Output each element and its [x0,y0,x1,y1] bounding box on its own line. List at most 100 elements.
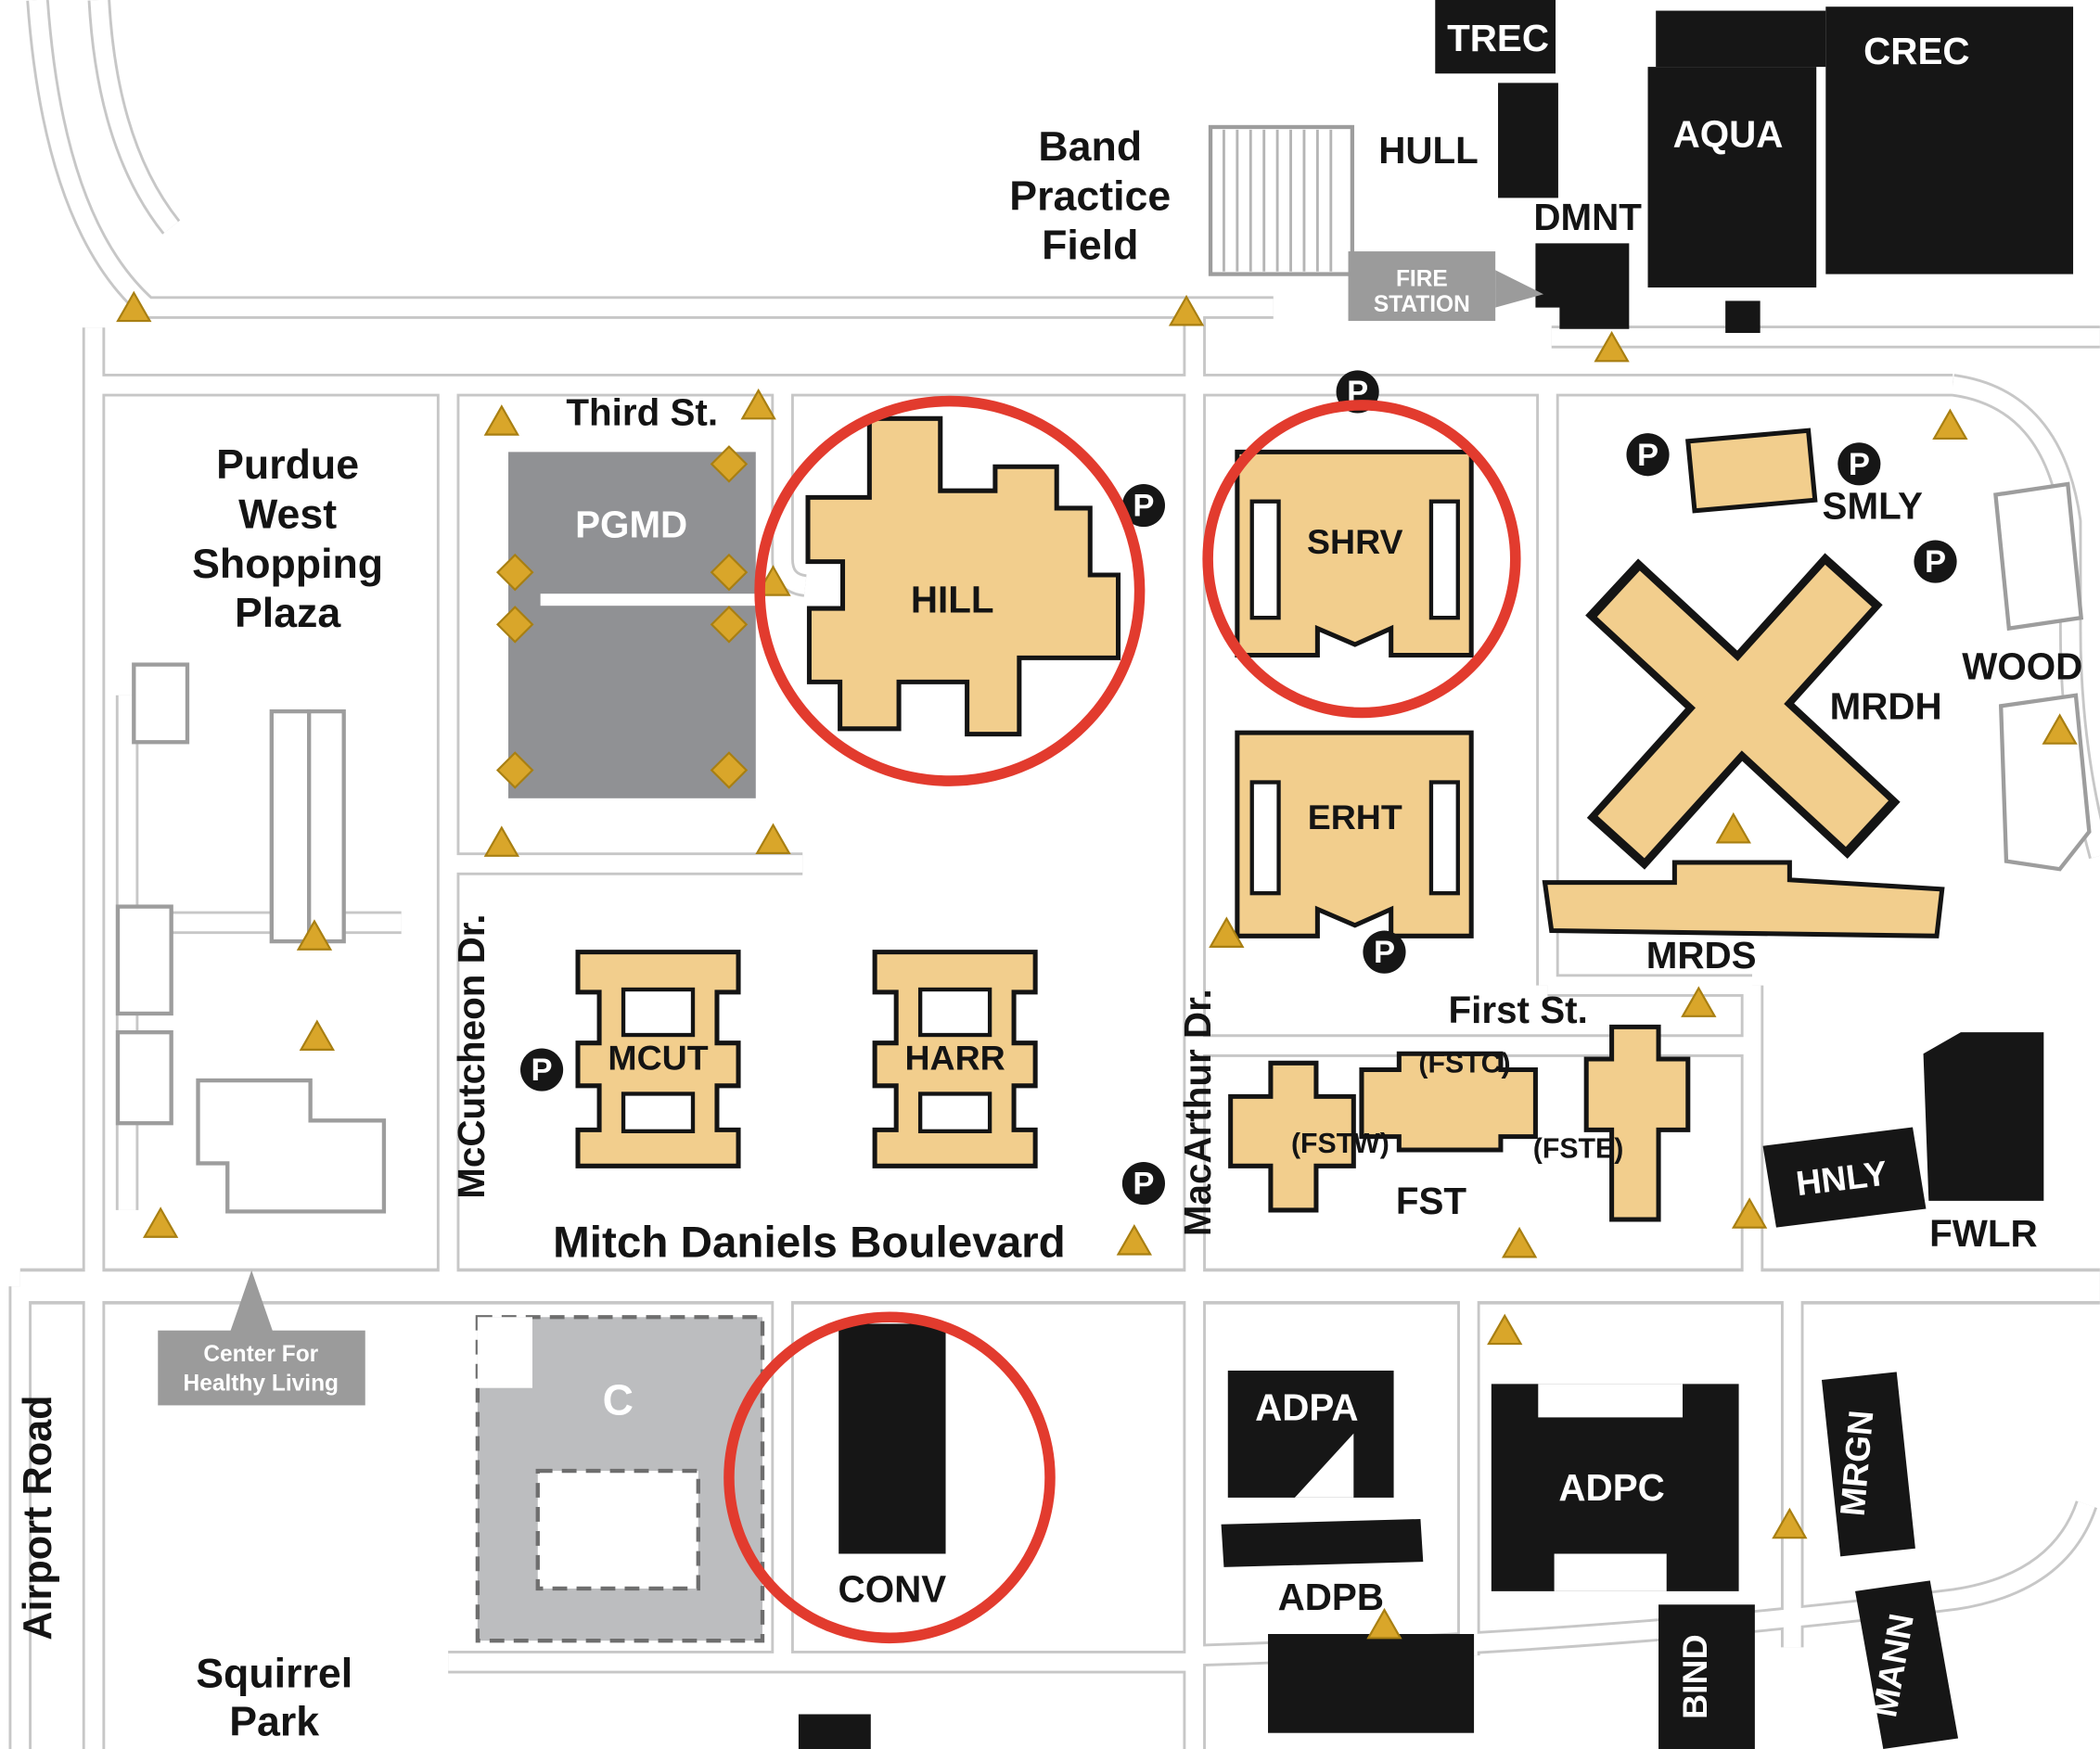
bind-label: BIND [1675,1634,1714,1719]
shrv-court-west [1249,499,1281,620]
callout-pointer [1495,270,1544,308]
mitch-daniels-label: Mitch Daniels Boulevard [553,1218,1066,1267]
wood-label: WOOD [1962,645,2082,687]
plaza-building [115,1029,173,1126]
fste-building [1583,1024,1691,1222]
c-garage-label: C [603,1376,634,1424]
c-garage-courtyard [535,1468,700,1591]
small-building [798,1714,871,1749]
pgmd-gap [540,594,756,606]
highlight-circles [723,395,1521,1644]
smly-label: SMLY [1823,484,1923,527]
svg-text:P: P [1849,447,1870,482]
dmnt-building [1535,243,1630,329]
parking-icon: P [1363,930,1406,974]
trec-label: TREC [1447,17,1549,59]
mrdh-building [1585,553,1901,870]
shrv-label: SHRV [1307,522,1402,561]
conv-label: CONV [839,1567,947,1610]
dmnt-label: DMNT [1533,196,1642,238]
erht-court-west [1249,780,1281,896]
macarthur-dr-label: MacArthur Dr. [1176,989,1219,1236]
hill-label: HILL [911,578,994,620]
pgmd-label: PGMD [575,504,687,546]
plaza-building [132,662,190,745]
parking-icon: P [1914,540,1957,583]
adpc-notch-north [1538,1384,1684,1418]
tan-buildings [575,415,1945,1222]
adpc-notch-south [1554,1553,1667,1591]
shrv-highlight-circle [1202,400,1521,719]
plaza-building [115,904,173,1016]
airport-road-label: Airport Road [16,1395,60,1640]
plaza-building [269,709,312,944]
wood-building [1993,481,2084,632]
harr-court-south [917,1092,992,1134]
adpa-building [1227,1370,1394,1498]
mcut-court-north [621,987,696,1038]
erht-label: ERHT [1308,798,1402,836]
mrds-label: MRDS [1646,934,1757,977]
mccutcheon-dr-label: McCutcheon Dr. [450,913,493,1198]
svg-text:P: P [1374,935,1395,970]
fwlr-building [1923,1032,2044,1201]
fstc-label: (FSTC) [1418,1048,1510,1079]
svg-text:P: P [1133,1167,1154,1202]
first-st-label: First St. [1449,989,1588,1031]
harr-label: HARR [905,1039,1005,1078]
parking-icon: P [1838,442,1881,486]
mann-building [1855,1580,1959,1749]
fwlr-label: FWLR [1929,1212,2038,1255]
third-st-label: Third St. [566,391,718,434]
harr-court-north [917,987,992,1038]
conv-highlight-circle [723,1311,1056,1644]
fstw-label: (FSTW) [1291,1129,1389,1159]
mcut-label: MCUT [608,1039,708,1078]
mrds-building [1542,860,1945,938]
field-stripes [1223,129,1333,272]
field-outline [1208,124,1355,276]
aqua-building [1647,67,1817,288]
mcut-court-south [621,1092,696,1134]
parking-icon: P [1626,433,1670,477]
parking-icon: P [520,1048,564,1092]
black-buildings [798,0,2074,1749]
c-garage-notch [477,1317,532,1388]
trec-building [1435,0,1556,74]
mrgn-label: MRGN [1833,1409,1881,1518]
hill-building [805,415,1121,737]
hill-highlight-circle [754,395,1146,786]
band-practice-field [1208,124,1355,276]
shrv-court-east [1428,499,1460,620]
svg-text:P: P [1637,438,1658,473]
hull-building [1498,83,1558,198]
fst-label: FST [1396,1180,1467,1222]
adpb-label: ADPB [1278,1576,1384,1618]
crec-label: CREC [1863,30,1969,72]
svg-text:P: P [531,1053,553,1088]
fstc-building [1359,1051,1538,1153]
crec-building [1825,6,2074,274]
outlined-buildings [115,481,2092,1214]
mrdh-label: MRDH [1830,685,1942,728]
callout-box [158,1330,365,1406]
adpc-label: ADPC [1558,1466,1664,1509]
plaza-building [307,709,346,944]
conv-building [839,1323,946,1554]
mrgn-building [1821,1372,1915,1557]
bind-building [1658,1604,1755,1749]
adpb-building-south [1268,1633,1475,1733]
parking-icons: P P P P P P P P [520,370,1957,1206]
center-healthy-living-building [196,1078,387,1214]
adpb-building-north [1221,1518,1424,1567]
callout-box [1348,251,1496,322]
callout-pointer [230,1270,274,1333]
